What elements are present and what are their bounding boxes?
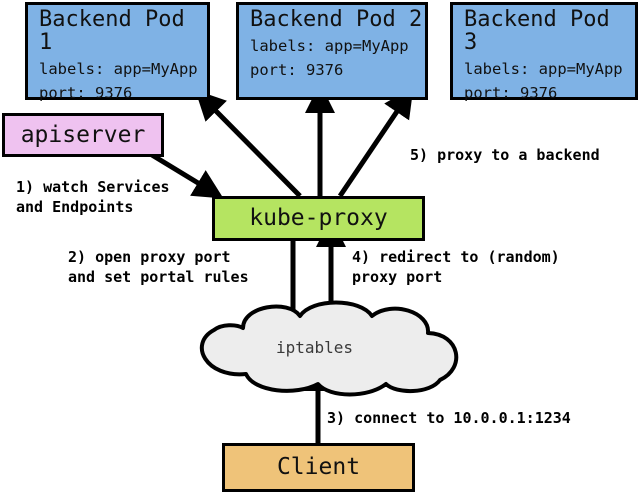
arrow-apiserver-to-kubeproxy (150, 152, 224, 199)
backend-pod-2-port: port: 9376 (250, 61, 344, 80)
step-3-line1: 3) connect to 10.0.0.1:1234 (327, 409, 571, 427)
step-1-line2: and Endpoints (16, 198, 134, 216)
backend-pod-1-port: port: 9376 (39, 84, 133, 103)
backend-pod-1-title: Backend Pod 1 (39, 7, 185, 56)
backend-pod-3-labels: labels: app=MyApp (464, 60, 623, 79)
backend-pod-2-box[interactable]: Backend Pod 2 labels: app=MyApp port: 93… (236, 2, 428, 100)
kubeproxy-box[interactable]: kube-proxy (212, 196, 425, 241)
step-2-line2: and set portal rules (68, 268, 249, 286)
backend-pod-1-box[interactable]: Backend Pod 1 labels: app=MyApp port: 93… (25, 2, 210, 102)
apiserver-box[interactable]: apiserver (2, 113, 164, 157)
arrow-kubeproxy-to-pod3 (337, 87, 414, 198)
backend-pod-3-box[interactable]: Backend Pod 3 labels: app=MyApp port: 93… (450, 2, 638, 102)
client-box[interactable]: Client (222, 443, 415, 492)
step-4-line2: proxy port (352, 268, 443, 286)
iptables-cloud-shape (200, 300, 459, 397)
step-4-line1: 4) redirect to (random) (352, 248, 560, 266)
backend-pod-2-title: Backend Pod 2 (250, 7, 423, 32)
backend-pod-3-port: port: 9376 (464, 84, 558, 103)
kubeproxy-title: kube-proxy (249, 205, 388, 232)
client-title: Client (276, 454, 361, 481)
step-1-line1: 1) watch Services (16, 178, 170, 196)
step-5-line1: 5) proxy to a backend (410, 146, 600, 164)
apiserver-title: apiserver (20, 121, 146, 148)
backend-pod-2-labels: labels: app=MyApp (250, 37, 409, 56)
backend-pod-1-labels: labels: app=MyApp (39, 60, 198, 79)
backend-pod-3-title: Backend Pod 3 (464, 7, 610, 56)
arrow-kubeproxy-to-pod1 (195, 89, 302, 198)
iptables-label: iptables (276, 338, 354, 357)
step-2-line1: 2) open proxy port (68, 248, 231, 266)
